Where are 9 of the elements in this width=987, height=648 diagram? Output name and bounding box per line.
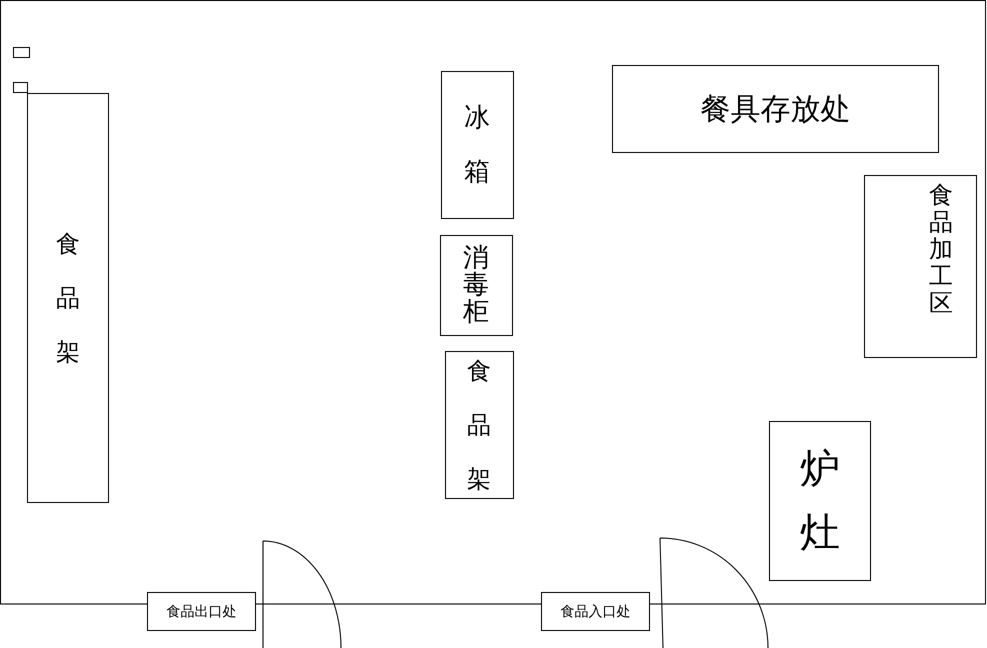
fridge-box: 冰箱 (441, 71, 514, 219)
storage-area-box: 餐具存放处 (612, 65, 939, 153)
shelf-box: 食品架 (445, 351, 514, 499)
entrance-label-box: 食品入口处 (541, 592, 650, 631)
exit-label-box: 食品出口处 (147, 592, 256, 631)
cabinet-box: 消毒柜 (440, 235, 513, 336)
processing-area-box: 食品加工区 (864, 175, 977, 358)
stove-box: 炉灶 (769, 421, 871, 581)
shelf-box: 食品架 (27, 93, 109, 503)
